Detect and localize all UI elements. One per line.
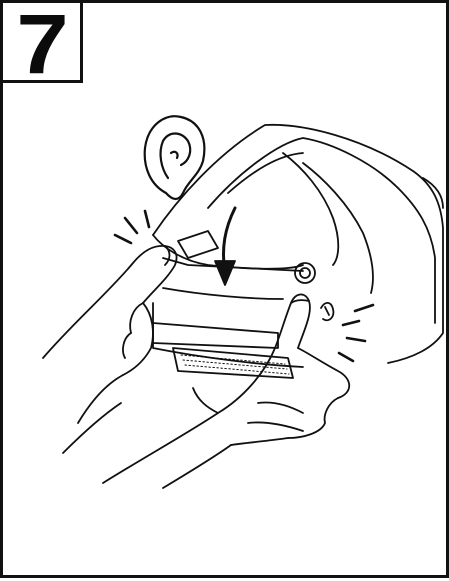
left-hand [43,246,177,423]
right-hand [63,294,349,488]
ear-icon [145,116,205,199]
printer [153,125,443,378]
printer-closing-illustration [3,3,449,581]
